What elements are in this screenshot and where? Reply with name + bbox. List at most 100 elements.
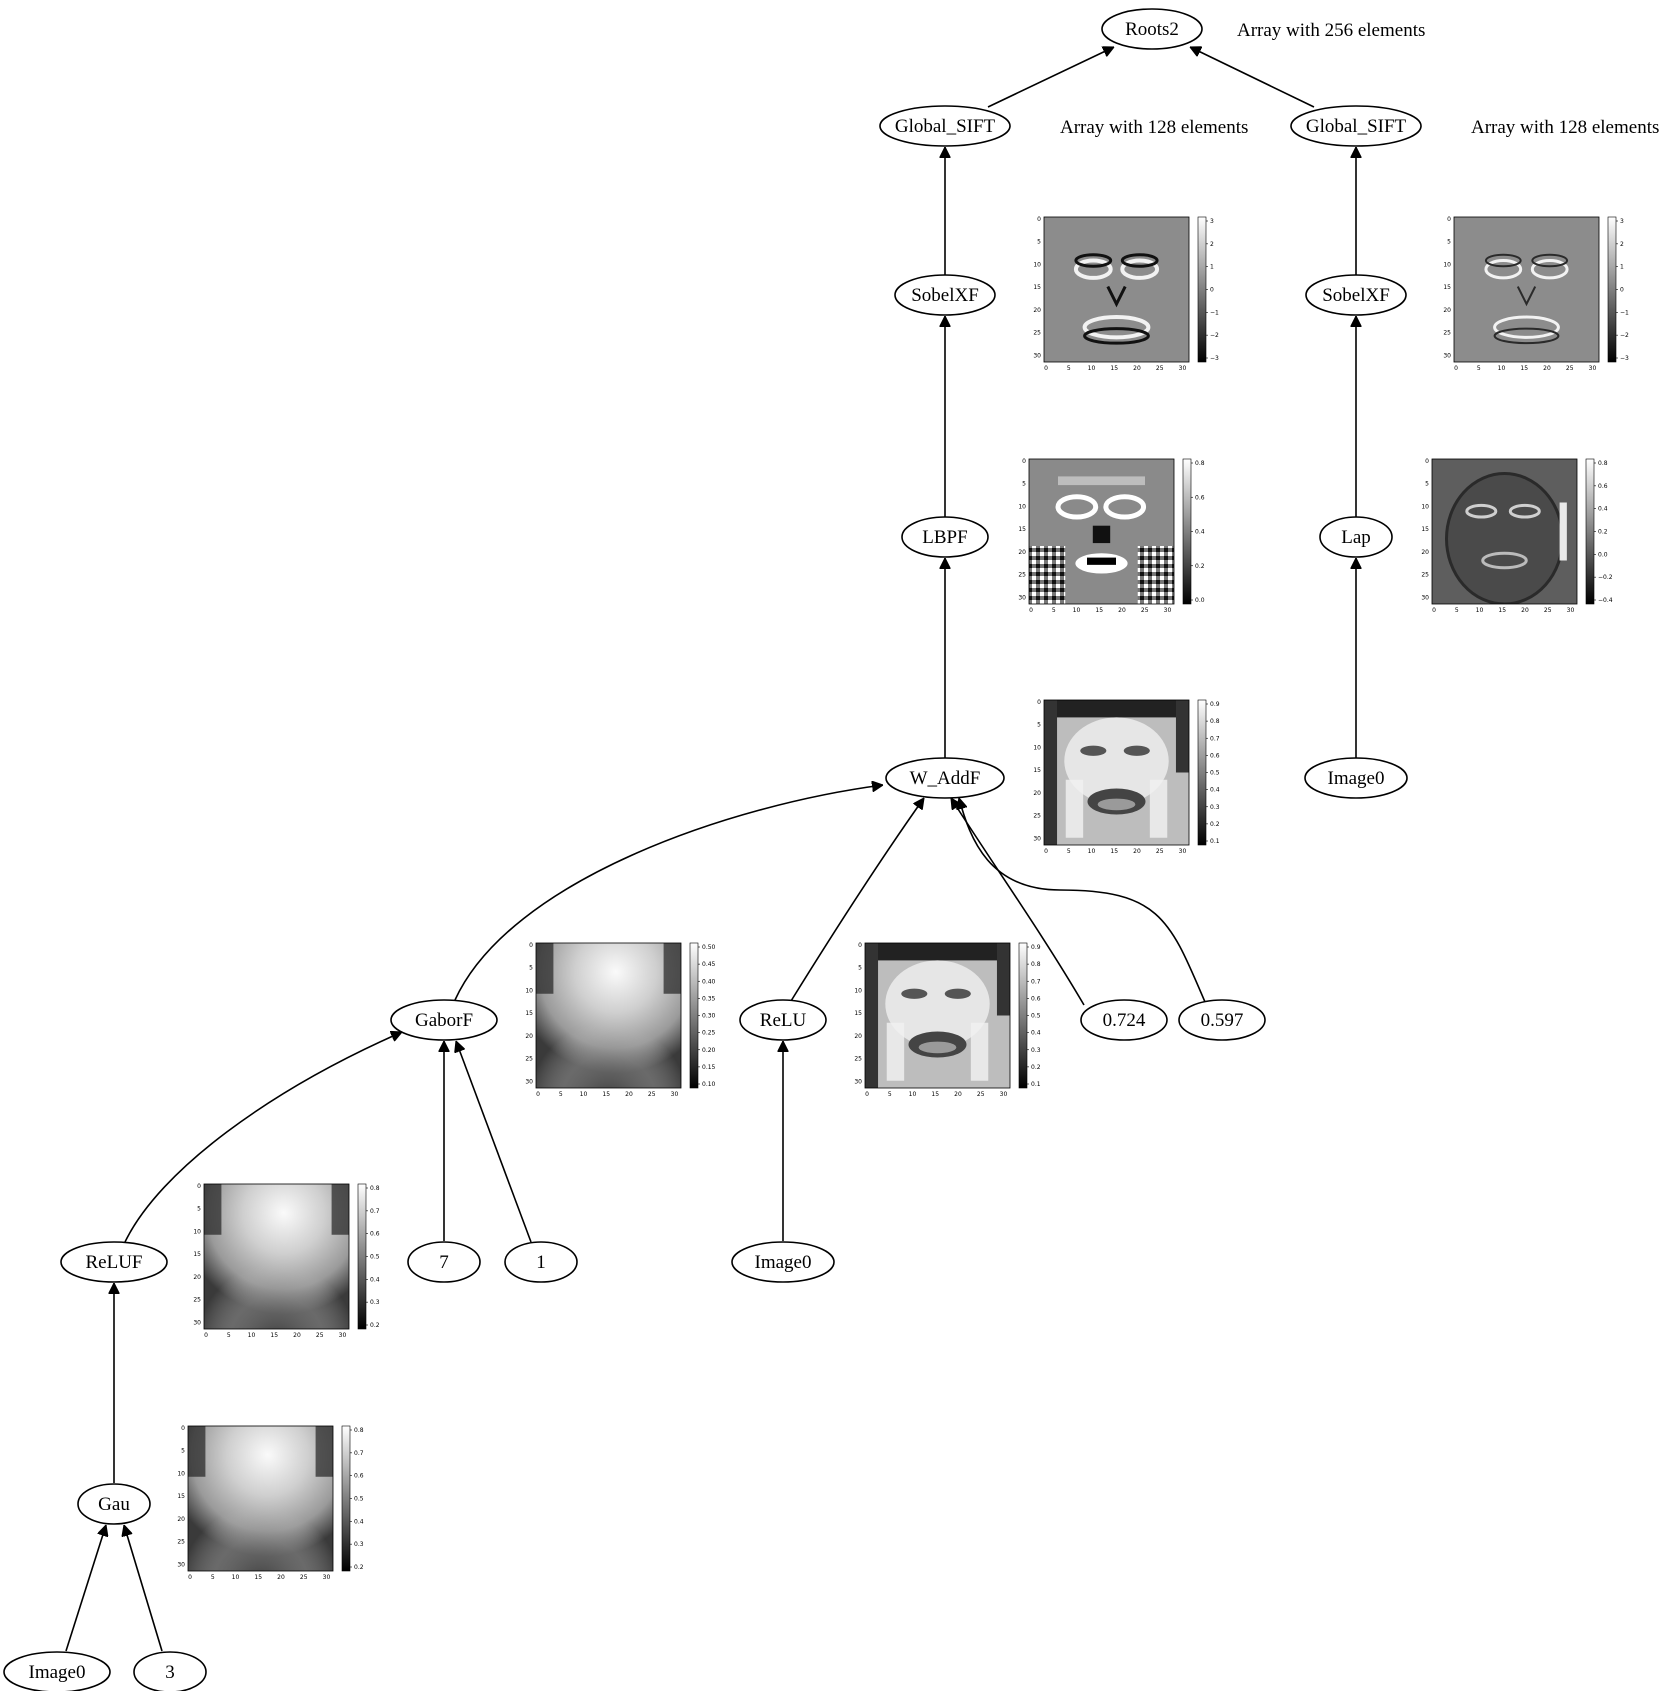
colorbar-tick-label: 0.5	[354, 1496, 364, 1503]
node-label: GaborF	[415, 1010, 473, 1031]
colorbar	[1018, 942, 1028, 1089]
colorbar-tick-label: 0.7	[1031, 978, 1041, 985]
edge-relu-waddf	[790, 798, 924, 1002]
y-tick-label: 30	[177, 1561, 185, 1568]
x-tick-label: 20	[293, 1332, 301, 1339]
colorbar-tick-label: −1	[1620, 309, 1629, 316]
node-label: SobelXF	[1322, 285, 1390, 306]
node-label: LBPF	[922, 527, 967, 548]
node-sift2: Global_SIFT	[1290, 105, 1422, 147]
x-tick-label: 5	[559, 1091, 563, 1098]
node-label: W_AddF	[910, 768, 981, 789]
colorbar-tick-label: 0.8	[1598, 460, 1608, 467]
y-tick-label: 5	[1022, 481, 1026, 488]
colorbar	[1607, 216, 1617, 363]
colorbar-tick-label: 0.6	[1210, 752, 1220, 759]
y-tick-label: 5	[1037, 239, 1041, 246]
y-tick-label: 20	[1033, 790, 1041, 797]
y-tick-label: 20	[1443, 307, 1451, 314]
colorbar-tick-label: −0.2	[1598, 574, 1613, 581]
y-tick-label: 10	[1033, 744, 1041, 751]
node-label: 3	[165, 1662, 175, 1683]
y-tick-label: 25	[1033, 330, 1041, 337]
node-label: Lap	[1341, 527, 1371, 548]
colorbar-tick-label: 2	[1620, 241, 1624, 248]
x-tick-label: 0	[1044, 365, 1048, 372]
x-tick-label: 15	[1110, 365, 1118, 372]
x-tick-label: 30	[1000, 1091, 1008, 1098]
x-tick-label: 10	[580, 1091, 588, 1098]
y-tick-label: 10	[177, 1470, 185, 1477]
colorbar-tick-label: 0.5	[1210, 770, 1220, 777]
y-tick-label: 25	[177, 1539, 185, 1546]
colorbar-tick-label: 0.10	[702, 1081, 716, 1088]
y-tick-label: 25	[1421, 572, 1429, 579]
node-label: Gau	[98, 1494, 130, 1515]
node-reluf: ReLUF	[60, 1241, 168, 1283]
colorbar-tick-label: 0.5	[1031, 1013, 1041, 1020]
y-tick-label: 0	[1447, 216, 1451, 223]
x-tick-label: 0	[204, 1332, 208, 1339]
x-tick-label: 20	[1543, 365, 1551, 372]
heatmap-image	[1044, 700, 1189, 845]
colorbar-tick-label: 0.0	[1598, 551, 1608, 558]
node-c0724: 0.724	[1080, 999, 1168, 1041]
node-label: 1	[536, 1252, 546, 1273]
node-label: ReLU	[760, 1010, 807, 1031]
heatmap-image	[188, 1426, 333, 1571]
node-sobel1: SobelXF	[894, 274, 996, 316]
x-tick-label: 5	[888, 1091, 892, 1098]
y-tick-label: 20	[854, 1033, 862, 1040]
x-tick-label: 20	[625, 1091, 633, 1098]
colorbar-tick-label: 0	[1210, 287, 1214, 294]
node-label: ReLUF	[86, 1252, 143, 1273]
y-tick-label: 20	[177, 1516, 185, 1523]
colorbar-tick-label: 0.7	[1210, 735, 1220, 742]
node-roots2: Roots2	[1101, 8, 1203, 50]
colorbar-tick-label: −2	[1210, 332, 1219, 339]
node-ellipse	[739, 999, 827, 1041]
colorbar-tick-label: 0.6	[354, 1473, 364, 1480]
edge-c1-gaborf	[456, 1041, 532, 1243]
heatmap-image	[1029, 459, 1174, 604]
x-tick-label: 30	[339, 1332, 347, 1339]
y-tick-label: 25	[525, 1056, 533, 1063]
y-tick-label: 30	[854, 1078, 862, 1085]
y-tick-label: 10	[1421, 503, 1429, 510]
y-tick-label: 10	[1033, 261, 1041, 268]
node-lap: Lap	[1319, 516, 1393, 558]
x-tick-label: 15	[1520, 365, 1528, 372]
y-tick-label: 20	[1018, 549, 1026, 556]
colorbar-tick-label: 0.6	[1598, 483, 1608, 490]
x-tick-label: 5	[211, 1574, 215, 1581]
x-tick-label: 20	[1118, 607, 1126, 614]
node-ellipse	[1305, 274, 1407, 316]
y-tick-label: 25	[1033, 813, 1041, 820]
colorbar-tick-label: −2	[1620, 332, 1629, 339]
y-tick-label: 25	[193, 1297, 201, 1304]
colorbar-tick-label: 0.4	[370, 1276, 380, 1283]
colorbar-tick-label: 0.4	[1195, 529, 1205, 536]
colorbar-tick-label: 0.0	[1195, 597, 1205, 604]
x-tick-label: 30	[1589, 365, 1597, 372]
x-tick-label: 30	[671, 1091, 679, 1098]
y-tick-label: 15	[1421, 526, 1429, 533]
colorbar-tick-label: −0.4	[1598, 597, 1613, 604]
y-tick-label: 20	[1421, 549, 1429, 556]
x-tick-label: 25	[1156, 365, 1164, 372]
x-tick-label: 25	[1566, 365, 1574, 372]
colorbar-tick-label: 0.2	[1598, 529, 1608, 536]
x-tick-label: 0	[1029, 607, 1033, 614]
y-tick-label: 0	[858, 942, 862, 949]
node-ellipse	[504, 1241, 578, 1283]
node-label: Roots2	[1125, 19, 1179, 40]
edge-gaborf-waddf	[454, 785, 883, 1001]
colorbar-tick-label: 0.15	[702, 1064, 716, 1071]
colorbar-tick-label: 0.6	[1195, 494, 1205, 501]
colorbar	[1585, 458, 1595, 605]
